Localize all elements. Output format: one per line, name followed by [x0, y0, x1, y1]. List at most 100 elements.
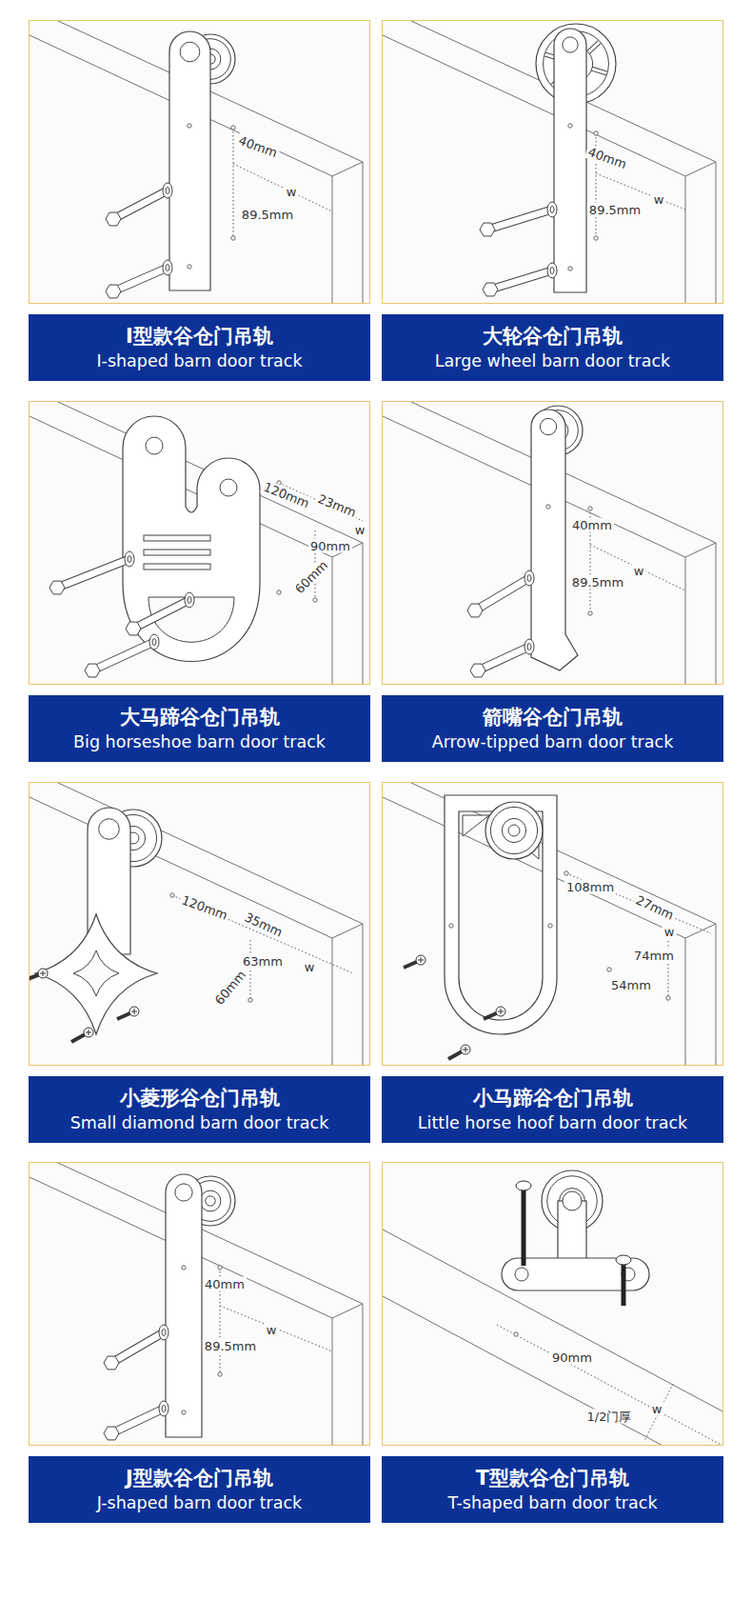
screw-slot — [420, 956, 422, 963]
caption-title: 小菱形谷仓门吊轨 — [119, 1085, 280, 1111]
dimension-label: w — [650, 1401, 665, 1416]
screw-slot — [134, 1008, 136, 1014]
screw-head — [415, 954, 426, 965]
caption-title: J型款谷仓门吊轨 — [125, 1464, 274, 1491]
hanger-strap — [169, 31, 211, 291]
hole-mark — [568, 266, 573, 271]
caption-title: T型款谷仓门吊轨 — [475, 1464, 630, 1491]
caption-band: 小马蹄谷仓门吊轨Little horse hoof barn door trac… — [381, 1075, 724, 1143]
caption-title: 大轮谷仓门吊轨 — [482, 323, 623, 350]
dimension-label: w — [302, 959, 317, 974]
door-edge — [29, 415, 363, 557]
hole-mark — [231, 236, 236, 240]
washer — [158, 1324, 169, 1340]
strap-axle — [562, 37, 578, 53]
washer — [162, 259, 173, 276]
door-edge — [685, 556, 687, 684]
washer — [124, 551, 135, 567]
plate-hole — [514, 1266, 529, 1281]
washer-hole — [550, 206, 555, 214]
hole-mark — [564, 870, 569, 875]
caption-title: 小马蹄谷仓门吊轨 — [473, 1085, 634, 1111]
washer — [524, 638, 535, 654]
bolt-shaft — [111, 1331, 164, 1363]
strap-axle — [145, 436, 163, 455]
diamond-plate — [35, 913, 158, 1034]
dimension-label: 60mm — [290, 555, 332, 597]
hole-mark — [588, 611, 593, 615]
bolt-shaft — [111, 1407, 164, 1433]
caption-subtitle: Arrow-tipped barn door track — [432, 730, 674, 753]
caption-subtitle: Large wheel barn door track — [435, 349, 671, 373]
door-edge — [29, 796, 363, 938]
bolt-shaft — [113, 190, 168, 219]
bolt — [84, 633, 159, 677]
wheel — [485, 801, 543, 859]
screw-slot — [88, 1029, 90, 1035]
door-edge — [332, 1317, 334, 1445]
dimension-label: w — [264, 1322, 279, 1337]
dimension-line — [644, 1383, 673, 1441]
bolt-shaft — [477, 646, 530, 671]
hole-mark — [217, 1265, 222, 1269]
washer — [149, 633, 159, 650]
hoof-loop — [444, 794, 557, 1034]
dimension-label: 60mm — [211, 966, 251, 1010]
caption-band: 小菱形谷仓门吊轨Small diamond barn door track — [28, 1075, 371, 1143]
bolt-head — [105, 284, 121, 298]
bolt-shaft — [474, 577, 530, 611]
hole-mark — [568, 123, 573, 128]
wheel-hub — [501, 817, 526, 842]
dimension-label: 90mm — [308, 538, 353, 554]
dimension-line — [250, 939, 252, 1000]
caption-band: 大轮谷仓门吊轨Large wheel barn door track — [381, 314, 724, 381]
hole-mark — [449, 923, 454, 928]
dimension-label: 23mm — [314, 490, 360, 520]
hanger-strap — [554, 28, 587, 293]
hole-mark — [548, 923, 553, 928]
bolt-shaft — [57, 558, 130, 588]
bolt — [105, 259, 173, 298]
dimension-line — [233, 127, 235, 238]
hole-mark — [593, 236, 598, 240]
strap-axle — [179, 41, 200, 62]
dimension-label: 1/2门厚 — [585, 1408, 634, 1424]
dimension-label: 89.5mm — [587, 202, 643, 218]
washer — [158, 1400, 169, 1416]
plate-slot — [143, 549, 211, 555]
dimension-label: 27mm — [632, 891, 678, 924]
bolt — [125, 592, 195, 635]
track-illustration — [29, 782, 370, 1065]
screw-head — [83, 1027, 94, 1037]
door-edge — [382, 1228, 723, 1412]
screw — [448, 1044, 471, 1059]
washer-hole — [165, 264, 170, 272]
bolt-head — [105, 212, 121, 226]
dimension-label: 89.5mm — [202, 1338, 258, 1353]
screw-head — [460, 1044, 471, 1054]
illustration-panel: 40mmw89.5mm — [28, 1161, 371, 1445]
bolt-head — [49, 580, 65, 594]
drawing — [29, 782, 363, 1065]
bolt-shaft — [474, 577, 530, 611]
illustration-panel: 40mmw89.5mm — [381, 400, 724, 685]
screw-slot — [465, 1046, 467, 1052]
dimension-label: 54mm — [609, 977, 654, 992]
dimension-label: 40mm — [584, 143, 631, 173]
washer-hole — [527, 574, 532, 582]
door-edge — [685, 937, 687, 1065]
bolt-shaft — [133, 599, 190, 629]
dimension-label: w — [632, 563, 647, 578]
caption-subtitle: J-shaped barn door track — [97, 1490, 303, 1514]
drawing — [382, 1169, 723, 1445]
hole-mark — [313, 597, 317, 602]
track-illustration — [382, 20, 723, 303]
washer-hole — [161, 1405, 166, 1412]
drawing — [29, 1162, 363, 1445]
drawing — [29, 401, 363, 684]
caption-subtitle: Small diamond barn door track — [70, 1110, 330, 1134]
screw-shaft — [621, 1261, 627, 1306]
dimension-label: 74mm — [632, 948, 676, 963]
hole-mark — [181, 1265, 186, 1269]
hole-mark — [588, 506, 593, 511]
